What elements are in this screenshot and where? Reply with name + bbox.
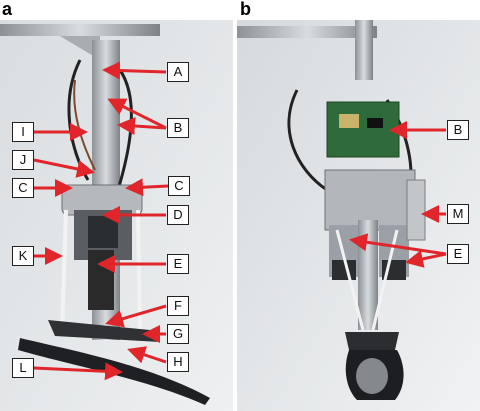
label-e-side: E: [447, 244, 469, 264]
label-b-side: B: [447, 120, 469, 140]
label-f: F: [167, 296, 189, 316]
label-e: E: [167, 254, 189, 274]
label-l: L: [12, 358, 34, 378]
label-a: A: [167, 62, 189, 82]
label-i: I: [12, 122, 34, 142]
label-k: K: [12, 246, 34, 266]
label-g: G: [167, 324, 189, 344]
label-d: D: [167, 205, 189, 225]
label-h: H: [167, 352, 189, 372]
label-j: J: [12, 150, 34, 170]
panel-letter-a: a: [2, 0, 13, 19]
label-c-left: C: [12, 178, 34, 198]
label-b: B: [167, 118, 189, 138]
label-c-right: C: [168, 176, 190, 196]
panel-letter-b: b: [240, 0, 251, 19]
label-m: M: [447, 204, 469, 224]
